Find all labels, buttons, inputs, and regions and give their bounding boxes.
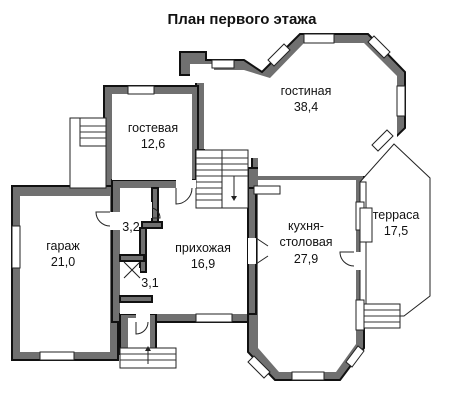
label-small-upper-area: 3,2: [122, 220, 139, 234]
label-gostevaya-area: 12,6: [141, 137, 165, 151]
kitchen-ledge: [359, 207, 373, 243]
label-small-lower-area: 3,1: [141, 276, 158, 290]
label-gostinaya-name: гостиная: [281, 84, 332, 98]
plan-title: План первого этажа: [168, 11, 318, 28]
label-prihozhaya-area: 16,9: [191, 257, 215, 271]
label-kuhnya-name1: кухня-: [288, 219, 324, 233]
label-gostevaya-name: гостевая: [128, 121, 178, 135]
label-garazh-name: гараж: [46, 239, 80, 253]
room-labels: гостиная 38,4 гостевая 12,6 гараж 21,0 п…: [46, 84, 419, 290]
terrace-steps: [361, 303, 401, 329]
label-gostinaya-area: 38,4: [294, 100, 318, 114]
terrace: [359, 143, 431, 329]
label-kuhnya-name2: столовая: [279, 235, 332, 249]
entrance-steps: [119, 346, 177, 369]
label-prihozhaya-name: прихожая: [175, 241, 231, 255]
interior-staircase: [195, 149, 249, 209]
room-interiors: [20, 43, 397, 372]
doors: [95, 180, 364, 335]
guest-room-exterior-stairs: [69, 117, 107, 189]
label-garazh-area: 21,0: [51, 255, 75, 269]
label-terrasa-area: 17,5: [384, 224, 408, 238]
label-terrasa-name: терраса: [373, 208, 420, 222]
label-kuhnya-area: 27,9: [294, 252, 318, 266]
windows: [11, 33, 406, 381]
